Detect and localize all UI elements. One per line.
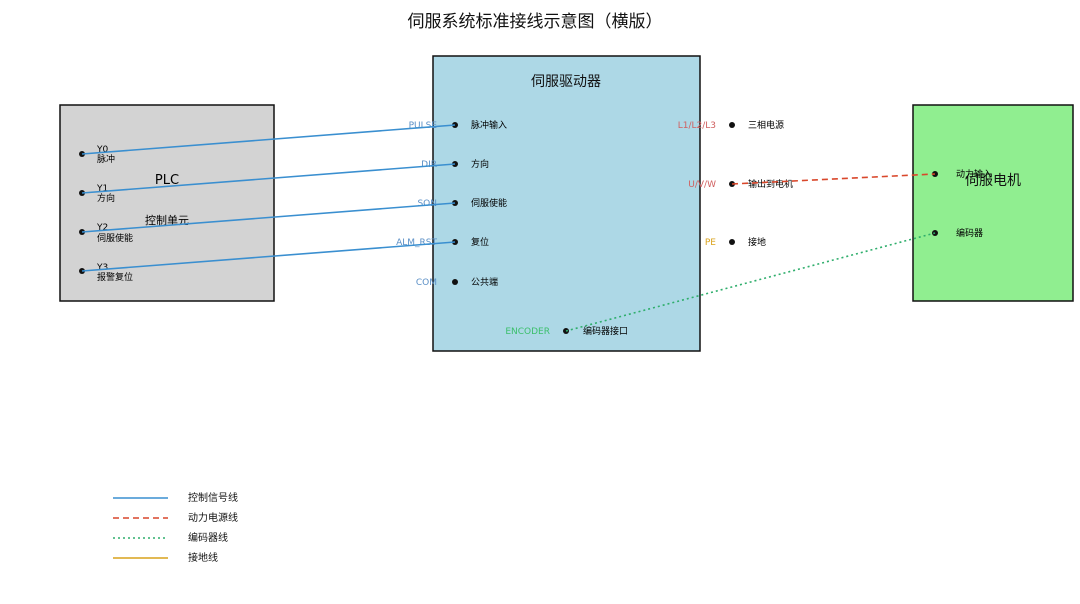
plc-box (59, 104, 275, 302)
legend-item-encoder: 编码器线 (113, 531, 228, 544)
plc-block: PLC 控制单元 Y0 脉冲 Y1 方向 Y2 伺服使能 Y3 报警复位 (59, 104, 275, 302)
driver-pin-label: 方向 (471, 158, 489, 170)
driver-pin-dot (452, 279, 458, 285)
driver-pin-label: 伺服使能 (471, 197, 507, 209)
plc-subtitle: 控制单元 (145, 213, 189, 227)
plc-title: PLC (155, 173, 179, 188)
driver-pin-code: PULSE (409, 121, 438, 131)
driver-pin-label: 脉冲输入 (471, 119, 507, 131)
driver-title: 伺服驱动器 (531, 74, 601, 90)
legend-label: 控制信号线 (188, 491, 238, 504)
legend-label: 动力电源线 (188, 511, 238, 524)
power-wire-uvw (731, 173, 936, 185)
driver-pin-dot (729, 239, 735, 245)
plc-port-code: Y2 (96, 223, 108, 233)
driver-pin-uvw: U/V/W 输出到电机 (688, 178, 793, 190)
legend-item-control: 控制信号线 (113, 491, 238, 504)
legend-label: 编码器线 (188, 531, 228, 544)
plc-port-label: 脉冲 (97, 153, 115, 165)
control-wire-son (81, 202, 456, 233)
legend-item-power: 动力电源线 (113, 511, 238, 524)
legend: 控制信号线 动力电源线 编码器线 接地线 (113, 491, 238, 564)
encoder-wire (565, 232, 936, 332)
motor-pin-label: 动力输入 (956, 168, 992, 180)
plc-port-code: Y0 (96, 145, 108, 155)
plc-port-y0: Y0 脉冲 (79, 145, 115, 165)
control-wire-alm-rst (81, 241, 456, 272)
driver-pin-code: ENCODER (505, 327, 550, 337)
legend-label: 接地线 (188, 551, 218, 564)
driver-pin-code: SON (417, 199, 437, 209)
driver-block: 伺服驱动器 PULSE 脉冲输入 DIR 方向 SON 伺服使能 ALM_RST… (396, 55, 793, 352)
driver-pin-label: 接地 (748, 236, 766, 248)
plc-port-label: 方向 (97, 192, 115, 204)
driver-pin-l1l2l3: L1/L2/L3 三相电源 (678, 119, 784, 131)
driver-pin-dot (729, 122, 735, 128)
legend-item-ground: 接地线 (113, 551, 218, 564)
diagram-title: 伺服系统标准接线示意图（横版） (408, 12, 663, 32)
driver-pin-code: COM (416, 278, 437, 288)
control-wire-dir (81, 163, 456, 194)
driver-pin-code: DIR (421, 160, 437, 170)
plc-port-label: 报警复位 (97, 271, 133, 283)
plc-port-y2: Y2 伺服使能 (79, 223, 133, 244)
plc-port-code: Y1 (96, 184, 108, 194)
motor-title: 伺服电机 (965, 173, 1021, 189)
driver-pin-code: ALM_RST (396, 238, 437, 248)
motor-box (912, 104, 1074, 302)
motor-block: 伺服电机 动力输入 编码器 (912, 104, 1074, 302)
driver-pin-code: U/V/W (688, 180, 716, 190)
driver-pin-label: 输出到电机 (748, 178, 793, 190)
driver-pin-label: 公共端 (471, 276, 498, 288)
driver-pin-label: 复位 (471, 236, 489, 248)
plc-port-code: Y3 (96, 263, 108, 273)
driver-pin-code: L1/L2/L3 (678, 121, 716, 131)
plc-port-label: 伺服使能 (97, 232, 133, 244)
connections (81, 124, 936, 332)
driver-pin-label: 编码器接口 (583, 325, 628, 337)
driver-box (432, 55, 701, 352)
driver-pin-pe: PE 接地 (705, 236, 766, 248)
driver-pin-code: PE (705, 238, 716, 248)
control-wire-pulse (81, 124, 456, 155)
motor-pin-label: 编码器 (956, 227, 983, 239)
driver-pin-com: COM 公共端 (416, 276, 498, 288)
plc-port-y1: Y1 方向 (79, 184, 115, 204)
driver-pin-label: 三相电源 (748, 119, 784, 131)
